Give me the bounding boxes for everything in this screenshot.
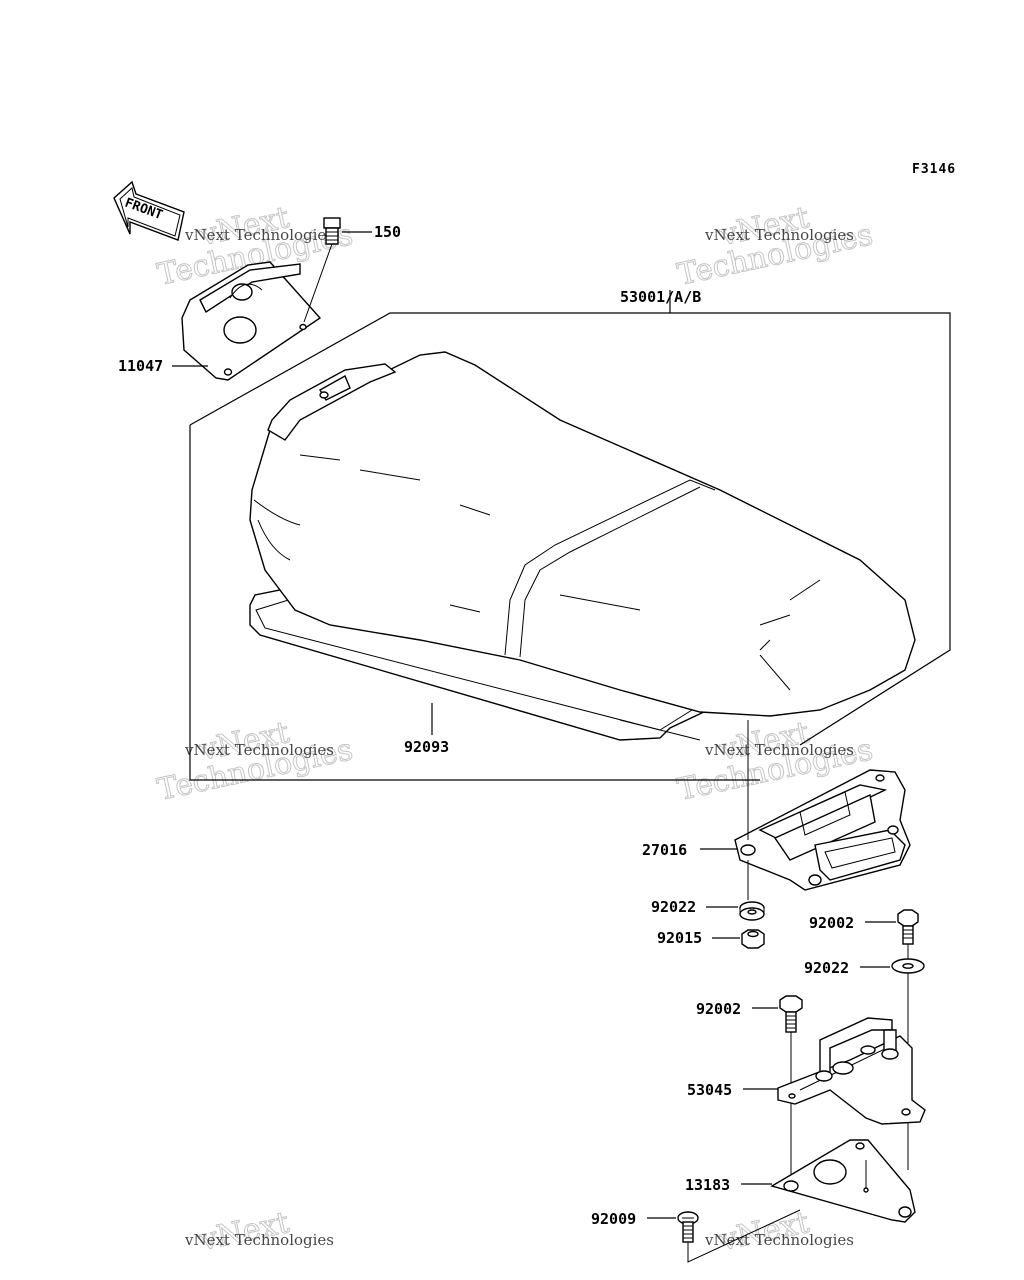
label-53001: 53001/A/B [620,288,701,306]
bracket-11047 [181,261,322,381]
label-92009: 92009 [591,1210,636,1228]
svg-text:vNext Technologies: vNext Technologies [704,1231,854,1249]
label-27016: 27016 [642,841,687,859]
front-arrow-icon: FRONT [113,180,185,241]
latch-27016 [734,720,911,900]
label-13183: 13183 [685,1176,730,1194]
figure-id: F3146 [912,162,956,177]
label-92002-right: 92002 [809,914,854,932]
watermark: vNext Technologies vNext Technologies [674,200,876,294]
washer-92022 [739,901,765,921]
watermark: vNext vNext Technologies [184,1205,334,1259]
labels: 150 11047 53001/A/B 92093 27016 92022 92… [118,223,896,1228]
bolt-92002 [779,995,803,1180]
watermark: vNext vNext Technologies [704,1205,854,1259]
label-92022-right: 92022 [804,959,849,977]
seat-callout-box [189,290,951,781]
svg-text:vNext Technologies: vNext Technologies [704,226,854,244]
screw-92009 [677,1209,801,1263]
plate-13183 [770,1139,916,1223]
watermark: vNext Technologies vNext Technologies [154,715,356,809]
bolt-150 [303,217,341,323]
label-92015: 92015 [657,929,702,947]
label-92022-left: 92022 [651,898,696,916]
bracket-53045 [777,1017,926,1125]
nut-92015 [741,929,765,949]
svg-text:vNext Technologies: vNext Technologies [184,226,334,244]
watermark: vNext Technologies vNext Technologies [154,200,356,294]
label-11047: 11047 [118,357,163,375]
svg-text:vNext Technologies: vNext Technologies [184,1231,334,1249]
svg-text:vNext Technologies: vNext Technologies [704,741,854,759]
watermark: vNext Technologies vNext Technologies [674,715,876,809]
label-92002-left: 92002 [696,1000,741,1018]
label-53045: 53045 [687,1081,732,1099]
label-150: 150 [374,223,401,241]
seat-53001 [249,351,916,741]
svg-text:vNext Technologies: vNext Technologies [184,741,334,759]
label-92093: 92093 [404,738,449,756]
bolt-92002 [897,909,919,962]
